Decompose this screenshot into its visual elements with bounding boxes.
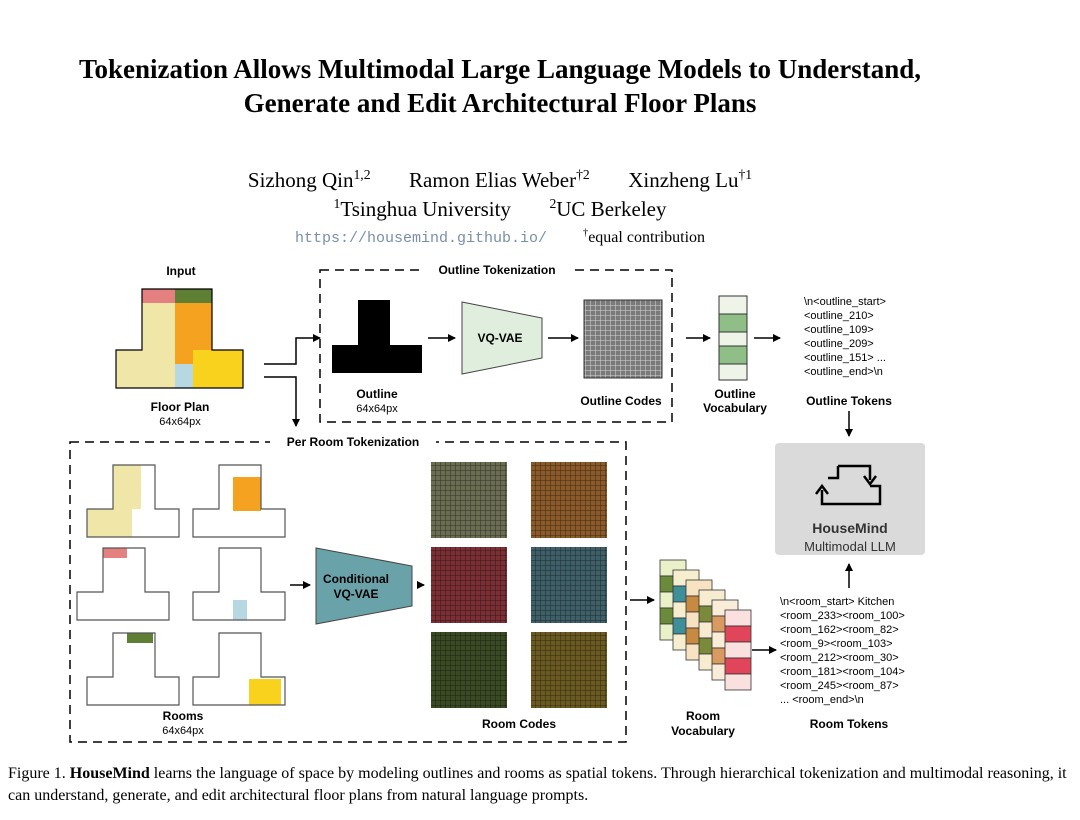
outline-codes-label: Outline Codes: [580, 394, 662, 408]
room-tokens-title: Room Tokens: [810, 717, 889, 731]
outline-shape: [332, 300, 422, 373]
outline-tokenization-label: Outline Tokenization: [438, 263, 555, 277]
floor-plan-label: Floor Plan: [151, 400, 210, 414]
room-code-grid: [431, 632, 507, 708]
room-thumbnail: [86, 632, 180, 706]
project-link[interactable]: https://housemind.github.io/: [294, 230, 547, 247]
room-thumbnail: [192, 464, 286, 538]
outline-vocabulary-stack: [718, 295, 748, 381]
model-name: HouseMind: [812, 520, 887, 536]
outline-token-line: \n<outline_start>: [804, 296, 886, 308]
outline-vocab-label-2: Vocabulary: [703, 401, 767, 415]
arrow-to-outline: [264, 334, 321, 365]
outline-token-line: <outline_109>: [804, 324, 874, 336]
rooms-label: Rooms: [163, 709, 204, 723]
author-name: Ramon Elias Weber: [409, 168, 577, 192]
input-label: Input: [166, 264, 195, 278]
vocab-cell: [724, 641, 752, 659]
author-mark: 1,2: [353, 167, 371, 182]
affiliations: 1Tsinghua University 2UC Berkeley: [0, 195, 1000, 223]
outline-token-line: <outline_151> ...: [804, 352, 886, 364]
vqvae-block: [461, 301, 543, 375]
cond-vqvae-label-2: VQ-VAE: [333, 587, 378, 601]
room-code-grid: [431, 462, 507, 538]
equal-mark: †: [582, 227, 589, 239]
outline-label: Outline: [356, 387, 398, 401]
model-box: [775, 443, 925, 555]
affiliation-mark: 1: [333, 196, 341, 211]
floor-plan-image: [115, 288, 244, 389]
room-token-line: <room_212><room_30>: [780, 652, 899, 664]
vocab-cell: [724, 609, 752, 627]
room-codes-label: Room Codes: [482, 717, 556, 731]
title-line-2: Generate and Edit Architectural Floor Pl…: [243, 88, 757, 118]
room-vocab-label-2: Vocabulary: [671, 724, 735, 738]
affiliation-name: Tsinghua University: [340, 197, 511, 221]
outline-size: 64x64px: [356, 403, 398, 415]
author-name: Xinzheng Lu: [628, 168, 739, 192]
outline-codes-grid: [583, 299, 663, 379]
outline-token-line: <outline_210>: [804, 310, 874, 322]
author-mark: †2: [576, 167, 590, 182]
cond-vqvae-label-1: Conditional: [323, 572, 389, 586]
caption-bold: HouseMind: [69, 765, 150, 782]
author-list: Sizhong Qin1,2 Ramon Elias Weber†2 Xinzh…: [0, 166, 1000, 194]
affiliation-name: UC Berkeley: [556, 197, 667, 221]
room-thumbnail: [86, 464, 180, 538]
room-vocab-label-1: Room: [686, 709, 720, 723]
room-tokens-list: \n<room_start> Kitchen <room_233><room_1…: [780, 596, 905, 706]
affiliation-mark: 2: [549, 196, 557, 211]
room-token-line: <room_181><room_104>: [780, 666, 905, 678]
room-token-line: \n<room_start> Kitchen: [780, 596, 894, 608]
outline-token-line: <outline_209>: [804, 338, 874, 350]
author-mark: †1: [738, 167, 753, 182]
caption-prefix: Figure 1.: [8, 765, 70, 782]
caption-text: learns the language of space by modeling…: [8, 765, 1067, 804]
room-token-line: <room_162><room_82>: [780, 624, 899, 636]
outline-tokens-title: Outline Tokens: [806, 394, 892, 408]
floor-plan-size: 64x64px: [159, 416, 201, 428]
vqvae-label: VQ-VAE: [477, 331, 522, 345]
equal-contribution-note: equal contribution: [588, 229, 706, 246]
room-token-line: ... <room_end>\n: [780, 694, 864, 706]
arrow-to-rooms: [264, 376, 300, 427]
rooms-size: 64x64px: [162, 725, 204, 737]
housemind-logo-icon: [815, 464, 882, 506]
room-token-line: <room_245><room_87>: [780, 680, 899, 692]
room-thumbnail: [192, 547, 286, 621]
paper-title: Tokenization Allows Multimodal Large Lan…: [0, 52, 1000, 120]
vocab-cell: [724, 657, 752, 675]
per-room-label: Per Room Tokenization: [287, 435, 419, 449]
vocab-cell: [724, 673, 752, 691]
title-line-1: Tokenization Allows Multimodal Large Lan…: [78, 54, 922, 84]
outline-tokens-list: \n<outline_start> <outline_210> <outline…: [804, 296, 886, 378]
vocab-column: [724, 609, 752, 691]
author-name: Sizhong Qin: [247, 168, 354, 192]
room-code-grid: [531, 632, 607, 708]
outline-token-line: <outline_end>\n: [804, 366, 883, 378]
room-thumbnail: [76, 547, 170, 621]
figure-diagram: Input Floor Plan 64x64px Outline Tokeniz…: [69, 262, 925, 743]
vocab-cell: [724, 625, 752, 643]
conditional-vqvae-block: [315, 547, 413, 625]
outline-tokenization-box: [319, 269, 673, 423]
room-code-grid: [531, 547, 607, 623]
model-subtitle: Multimodal LLM: [804, 539, 896, 554]
outline-vocab-label-1: Outline: [714, 387, 756, 401]
room-code-grid: [431, 547, 507, 623]
room-token-line: <room_233><room_100>: [780, 610, 905, 622]
link-line: https://housemind.github.io/ †equal cont…: [0, 226, 1000, 251]
room-vocabulary-stack: [659, 559, 752, 691]
room-thumbnail: [192, 632, 286, 706]
room-token-line: <room_9><room_103>: [780, 638, 893, 650]
room-code-grid: [531, 462, 607, 538]
figure-caption: Figure 1. HouseMind learns the language …: [8, 763, 1068, 807]
